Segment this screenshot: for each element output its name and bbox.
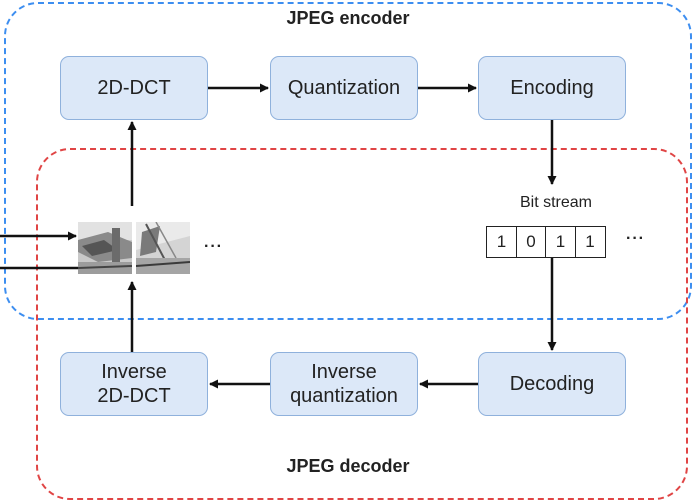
bitstream-label: Bit stream xyxy=(519,194,592,211)
decoder-title: JPEG decoder xyxy=(286,456,410,476)
bit-cell: 1 xyxy=(574,226,606,258)
bit-cell: 1 xyxy=(545,226,576,258)
bit-cell: 0 xyxy=(515,226,547,258)
inverse-dct-box: Inverse 2D-DCT xyxy=(60,352,208,416)
image-block-thumbnail xyxy=(78,222,132,274)
quantization-box: Quantization xyxy=(270,56,418,120)
decoder-region xyxy=(36,148,688,500)
image-block-thumbnail xyxy=(136,222,190,274)
image-blocks-ellipsis: ··· xyxy=(204,238,223,255)
encoder-region xyxy=(4,2,692,320)
encoding-box: Encoding xyxy=(478,56,626,120)
bitstream-ellipsis: ··· xyxy=(626,230,645,247)
decoding-box: Decoding xyxy=(478,352,626,416)
inverse-quantization-box: Inverse quantization xyxy=(270,352,418,416)
dct-box: 2D-DCT xyxy=(60,56,208,120)
bitstream-cells: 1 0 1 1 xyxy=(486,226,606,258)
encoder-title: JPEG encoder xyxy=(286,8,410,28)
